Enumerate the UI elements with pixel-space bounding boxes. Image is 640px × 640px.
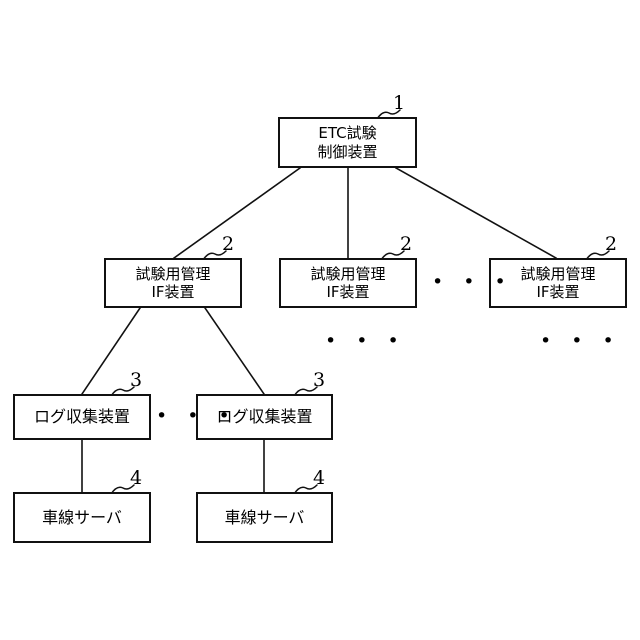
node-label-line2: IF装置 (536, 283, 580, 301)
node-test-if-unit-3[interactable]: 試験用管理 IF装置 (489, 258, 627, 308)
node-log-collector-1[interactable]: ログ収集装置 (13, 394, 151, 440)
ellipsis-if-row: • • • (432, 271, 513, 293)
node-label-line1: ETC試験 (318, 124, 377, 143)
node-label-line1: ログ収集装置 (33, 407, 130, 427)
ref-numeral-2-first: 2 (222, 233, 235, 255)
leader-ref-3a (110, 386, 135, 397)
node-log-collector-2[interactable]: ログ収集装置 (196, 394, 333, 440)
ref-numeral-3-first: 3 (130, 369, 143, 391)
edge-if1-to-log2 (203, 306, 266, 396)
node-test-if-unit-1[interactable]: 試験用管理 IF装置 (104, 258, 242, 308)
node-label-line2: 制御装置 (317, 142, 378, 161)
ref-numeral-1: 1 (393, 92, 406, 114)
node-label-line1: 車線サーバ (224, 507, 305, 527)
leader-ref-4b (293, 484, 318, 495)
node-label-line1: 試験用管理 (310, 264, 386, 283)
ellipsis-log-row: • • • (156, 405, 237, 427)
node-etc-control-unit[interactable]: ETC試験 制御装置 (278, 117, 417, 168)
leader-ref-1 (376, 109, 401, 120)
edge-if1-to-log1 (80, 306, 142, 396)
ref-numeral-3-second: 3 (313, 369, 326, 391)
node-label-line1: ログ収集装置 (216, 407, 313, 427)
node-label-line1: 試験用管理 (520, 264, 596, 283)
edge-etc-to-if3 (394, 166, 558, 260)
ellipsis-if-column-right: • • • (540, 330, 621, 352)
leader-ref-2b (380, 250, 405, 261)
ref-numeral-4-second: 4 (313, 467, 326, 489)
ref-numeral-2-third: 2 (605, 233, 618, 255)
node-label-line1: 車線サーバ (42, 507, 122, 527)
leader-ref-3b (293, 386, 318, 397)
leader-ref-2c (585, 250, 610, 261)
node-label-line2: IF装置 (326, 283, 370, 301)
node-label-line2: IF装置 (151, 283, 195, 301)
leader-ref-4a (110, 484, 135, 495)
node-lane-server-2[interactable]: 車線サーバ (196, 492, 333, 543)
node-lane-server-1[interactable]: 車線サーバ (13, 492, 151, 543)
node-label-line1: 試験用管理 (135, 264, 211, 283)
edge-etc-to-if1 (172, 166, 302, 260)
ref-numeral-4-first: 4 (130, 467, 143, 489)
leader-ref-2a (202, 250, 227, 261)
ellipsis-if-column-middle: • • • (325, 330, 406, 352)
ref-numeral-2-second: 2 (400, 233, 413, 255)
node-test-if-unit-2[interactable]: 試験用管理 IF装置 (279, 258, 417, 308)
